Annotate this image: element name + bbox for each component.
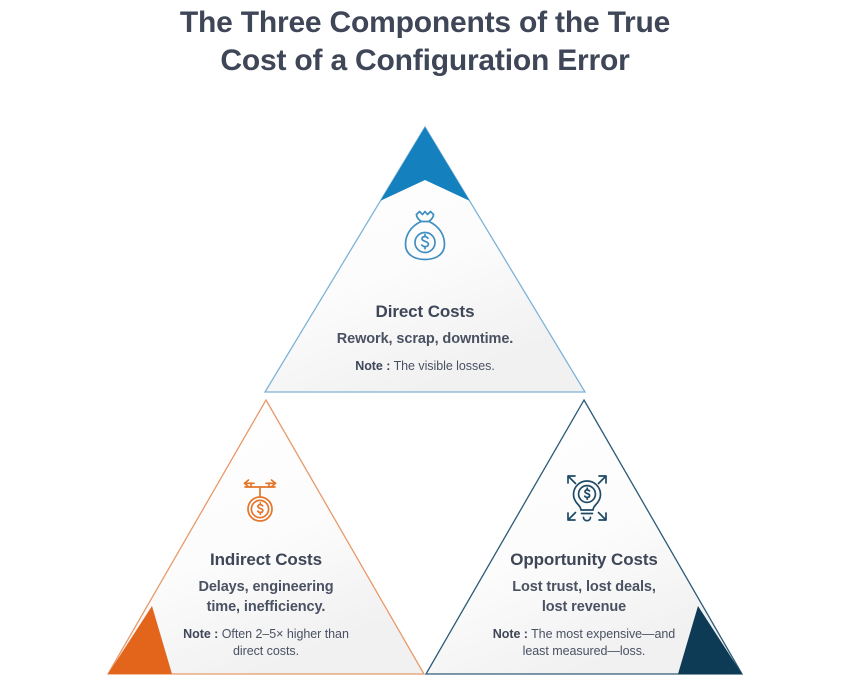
indirect-costs-description-line-1: Delays, engineering	[198, 579, 334, 595]
direct-costs-text-block: Direct Costs Rework, scrap, downtime. No…	[285, 301, 565, 375]
triangle-indirect-costs-corner	[108, 606, 172, 674]
opportunity-costs-description: Lost trust, lost deals, lost revenue	[448, 577, 720, 617]
indirect-costs-description-line-2: time, inefficiency.	[206, 599, 326, 615]
opportunity-costs-note-line-2: least measured—loss.	[522, 644, 646, 658]
indirect-costs-title: Indirect Costs	[210, 550, 322, 569]
indirect-costs-note-label: Note :	[183, 627, 219, 641]
page-title-line-1: The Three Components of the True	[179, 6, 671, 39]
money-bag-icon	[397, 207, 453, 270]
triangle-opportunity-costs-corner	[678, 606, 742, 674]
triangle-opportunity-costs[interactable]	[424, 398, 744, 675]
triangle-indirect-costs-body	[106, 398, 426, 675]
opportunity-costs-description-line-1: Lost trust, lost deals,	[512, 579, 656, 595]
direct-costs-title: Direct Costs	[375, 302, 475, 321]
page-title-line-2: Cost of a Configuration Error	[220, 44, 630, 77]
coin-with-branching-arrows-icon	[234, 476, 286, 533]
direct-costs-description: Rework, scrap, downtime.	[336, 331, 514, 347]
opportunity-costs-text-block: Opportunity Costs Lost trust, lost deals…	[448, 549, 720, 660]
triangle-indirect-costs[interactable]	[106, 398, 426, 675]
triangle-direct-costs-peak	[380, 127, 470, 201]
indirect-costs-note-line-2: direct costs.	[232, 644, 300, 658]
indirect-costs-note-line-1: Often 2–5× higher than	[221, 627, 349, 641]
indirect-costs-text-block: Indirect Costs Delays, engineering time,…	[130, 549, 402, 660]
direct-costs-note-label: Note :	[355, 359, 391, 373]
lightbulb-dollar-expand-icon	[557, 472, 617, 535]
opportunity-costs-description-line-2: lost revenue	[541, 599, 627, 615]
opportunity-costs-note-label: Note :	[492, 627, 528, 641]
triangle-opportunity-costs-body	[424, 398, 744, 675]
page-title: The Three Components of the True Cost of…	[0, 4, 850, 80]
indirect-costs-description: Delays, engineering time, inefficiency.	[130, 577, 402, 617]
opportunity-costs-note-line-1: The most expensive—and	[531, 627, 676, 641]
indirect-costs-note: Note : Often 2–5× higher than direct cos…	[130, 626, 402, 660]
opportunity-costs-note: Note : The most expensive—and least meas…	[448, 626, 720, 660]
opportunity-costs-title: Opportunity Costs	[510, 550, 658, 569]
direct-costs-note-text: The visible losses.	[393, 359, 495, 373]
direct-costs-note: Note : The visible losses.	[285, 358, 565, 375]
